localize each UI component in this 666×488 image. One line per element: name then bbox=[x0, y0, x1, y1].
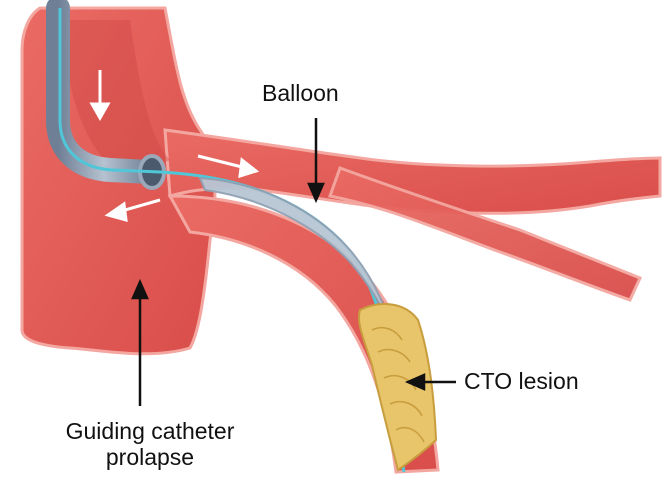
guiding-label-line2: prolapse bbox=[20, 444, 280, 470]
balloon-label: Balloon bbox=[262, 80, 339, 106]
guiding-label-line1: Guiding catheter bbox=[20, 418, 280, 444]
guiding-catheter-prolapse-label: Guiding catheter prolapse bbox=[20, 418, 280, 471]
cto-lesion-label: CTO lesion bbox=[464, 368, 579, 394]
